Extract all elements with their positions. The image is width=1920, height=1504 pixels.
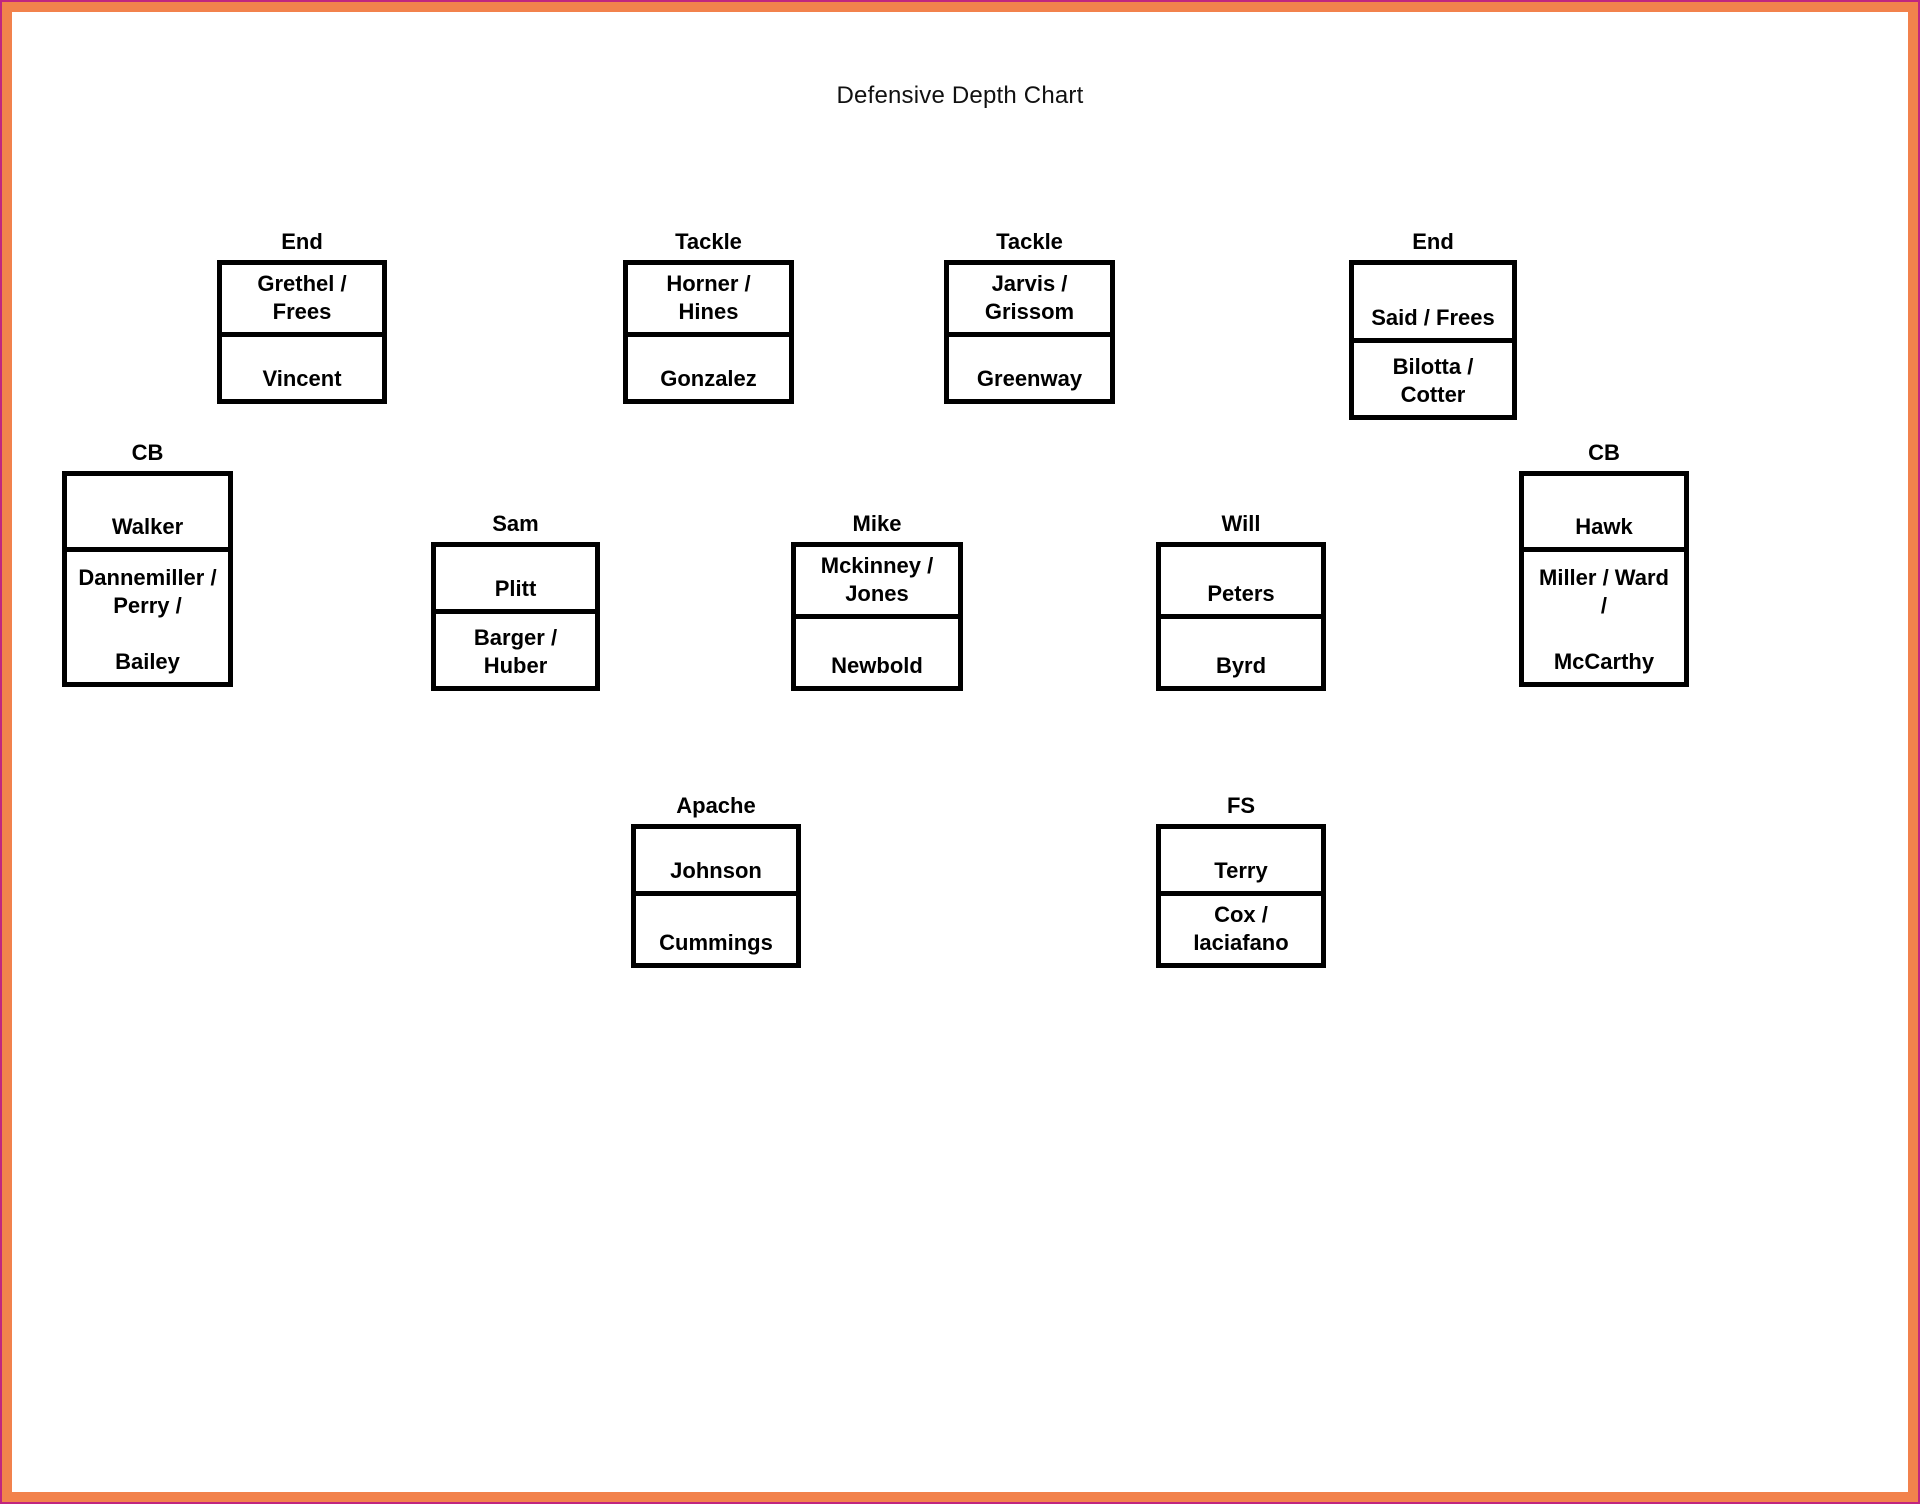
position-group-mike: Mike Mckinney / Jones Newbold [791,511,963,692]
position-label-mike: Mike [852,511,902,536]
depth-box-tackle-right[interactable]: Jarvis / Grissom Greenway [944,260,1115,405]
position-label-cb-right: CB [1588,440,1620,465]
position-group-apache: Apache Johnson Cummings [631,793,801,969]
depth-cell-first-string[interactable]: Grethel / Frees [222,265,382,338]
depth-cell-first-string[interactable]: Walker [67,476,228,553]
depth-cell-second-string[interactable]: Newbold [831,653,923,679]
position-label-fs: FS [1226,793,1256,818]
position-label-end-left: End [281,229,323,254]
depth-cell-first-string[interactable]: Plitt [436,547,595,615]
depth-cell-second-string[interactable]: Greenway [976,366,1083,392]
depth-cell-second-string[interactable]: Dannemiller / Perry / Bailey [78,564,217,675]
depth-cell-second-string[interactable]: Bilotta / Cotter [1392,353,1474,408]
position-label-tackle-left: Tackle [675,229,742,254]
depth-cell-first-string[interactable]: Terry [1161,829,1321,897]
position-group-tackle-left: Tackle Horner / Hines Gonzalez [623,229,794,405]
depth-cell-first-string[interactable]: Mckinney / Jones [796,547,958,620]
depth-cell-first-string[interactable]: Peters [1161,547,1321,620]
depth-box-cb-right[interactable]: Hawk Miller / Ward / McCarthy [1519,471,1689,688]
depth-box-cb-left[interactable]: Walker Dannemiller / Perry / Bailey [62,471,233,688]
depth-cell-first-string[interactable]: Johnson [636,829,796,897]
position-label-tackle-right: Tackle [996,229,1063,254]
depth-cell-second-string[interactable]: Byrd [1215,653,1267,679]
depth-box-sam[interactable]: Plitt Barger / Huber [431,542,600,692]
position-group-fs: FS Terry Cox / Iaciafano [1156,793,1326,969]
position-group-cb-right: CB Hawk Miller / Ward / McCarthy [1519,440,1689,688]
depth-chart-canvas: Defensive Depth Chart End Grethel / Free… [12,12,1908,1492]
depth-cell-first-string[interactable]: Hawk [1524,476,1684,553]
position-label-cb-left: CB [131,440,164,465]
position-group-sam: Sam Plitt Barger / Huber [431,511,600,692]
position-group-end-left: End Grethel / Frees Vincent [217,229,387,405]
depth-box-end-left[interactable]: Grethel / Frees Vincent [217,260,387,405]
depth-box-mike[interactable]: Mckinney / Jones Newbold [791,542,963,692]
depth-box-apache[interactable]: Johnson Cummings [631,824,801,969]
depth-cell-first-string[interactable]: Horner / Hines [628,265,789,338]
depth-cell-second-string[interactable]: Barger / Huber [473,624,558,679]
position-group-tackle-right: Tackle Jarvis / Grissom Greenway [944,229,1115,405]
depth-box-fs[interactable]: Terry Cox / Iaciafano [1156,824,1326,969]
position-group-end-right: End Said / Frees Bilotta / Cotter [1349,229,1517,421]
depth-box-tackle-left[interactable]: Horner / Hines Gonzalez [623,260,794,405]
position-label-sam: Sam [492,511,539,536]
depth-cell-second-string[interactable]: Miller / Ward / McCarthy [1539,564,1669,675]
depth-cell-second-string[interactable]: Gonzalez [660,366,757,392]
page-title: Defensive Depth Chart [836,82,1084,109]
depth-cell-second-string[interactable]: Vincent [262,366,342,392]
position-label-apache: Apache [676,793,756,818]
position-label-end-right: End [1412,229,1454,254]
depth-cell-first-string[interactable]: Said / Frees [1354,265,1512,344]
depth-box-end-right[interactable]: Said / Frees Bilotta / Cotter [1349,260,1517,421]
position-group-cb-left: CB Walker Dannemiller / Perry / Bailey [62,440,233,688]
position-label-will: Will [1221,511,1261,536]
depth-cell-second-string[interactable]: Cummings [659,930,773,956]
depth-box-will[interactable]: Peters Byrd [1156,542,1326,692]
depth-cell-first-string[interactable]: Jarvis / Grissom [949,265,1110,338]
position-group-will: Will Peters Byrd [1156,511,1326,692]
depth-cell-second-string[interactable]: Cox / Iaciafano [1193,901,1289,956]
